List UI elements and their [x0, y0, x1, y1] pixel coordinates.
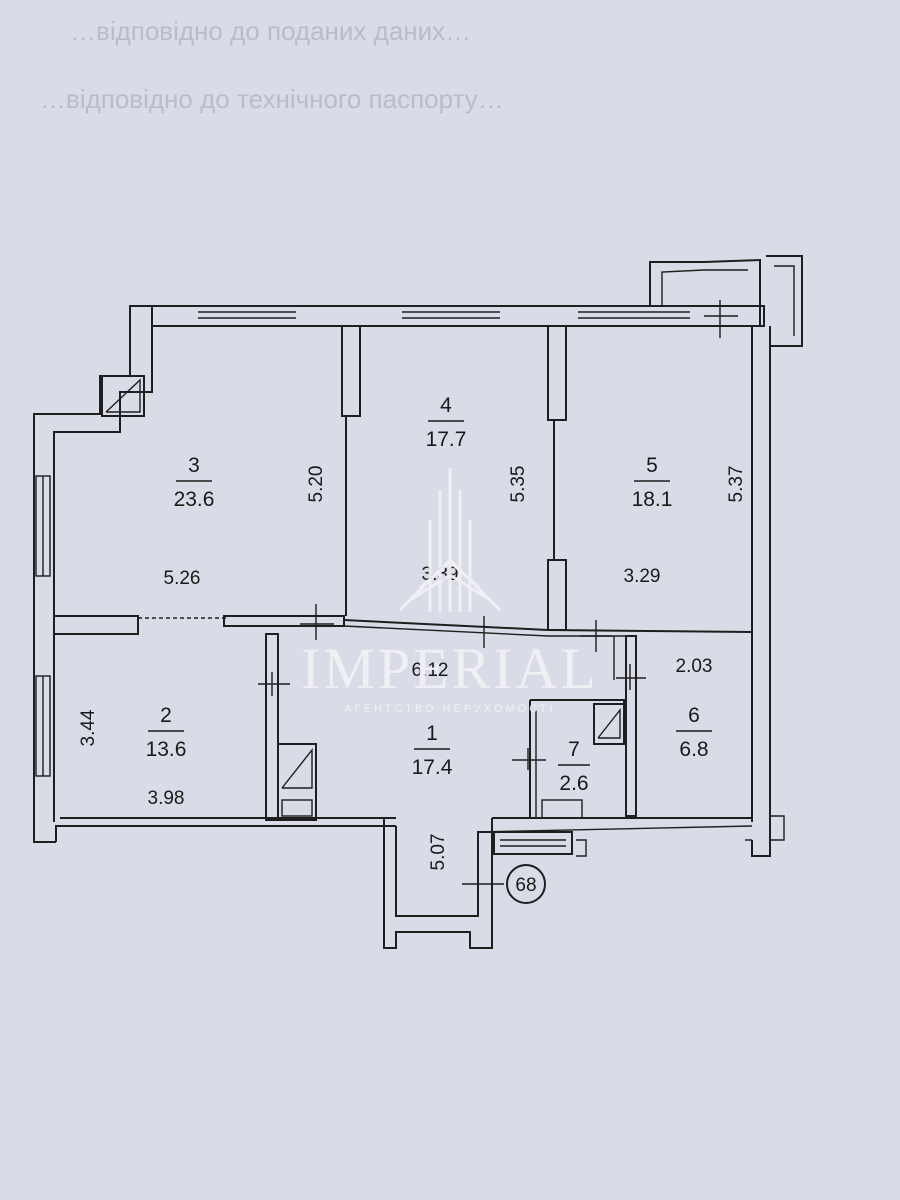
- room-4-number: 4: [440, 394, 452, 417]
- room-2-width-dimension: 3.98: [148, 788, 185, 809]
- room-4-height-dimension: 5.35: [508, 466, 529, 503]
- room-3-height-dimension: 5.20: [306, 466, 327, 503]
- room-7-area: 2.6: [559, 772, 588, 795]
- room-4-area: 17.7: [426, 428, 467, 451]
- room-1-label: 1 17.4: [412, 722, 453, 779]
- header-text-line-2: …відповідно до технічного паспорту…: [40, 84, 504, 114]
- interior-walls: [54, 325, 753, 855]
- room-2-number: 2: [160, 704, 172, 727]
- room-4-label: 4 17.7: [426, 394, 467, 451]
- room-6-area: 6.8: [679, 738, 708, 761]
- room-2-height-dimension: 3.44: [78, 709, 99, 746]
- room-6-number: 6: [688, 704, 700, 727]
- room-2-label: 2 13.6: [146, 704, 187, 761]
- watermark-subtitle: АГЕНТСТВО НЕРУХОМОСТІ: [344, 703, 555, 715]
- room-1-number: 1: [426, 722, 438, 745]
- hall-width-dimension: 6.12: [412, 660, 449, 681]
- room-5-number: 5: [646, 454, 658, 477]
- hall-length-dimension: 5.07: [428, 834, 449, 871]
- room-3-number: 3: [188, 454, 200, 477]
- outer-walls: [33, 255, 803, 949]
- room-3-area: 23.6: [174, 488, 215, 511]
- room-6-label: 6 6.8: [676, 704, 712, 761]
- room-5-label: 5 18.1: [632, 454, 673, 511]
- room-2-area: 13.6: [146, 738, 187, 761]
- door-markers: [258, 604, 646, 898]
- watermark-title: IMPERIAL: [301, 636, 599, 701]
- room-3-label: 3 23.6: [174, 454, 215, 511]
- apartment-number-marker: 68: [506, 864, 546, 904]
- header-text-line-1: …відповідно до поданих даних…: [70, 16, 471, 46]
- room-1-area: 17.4: [412, 756, 453, 779]
- room-5-height-dimension: 5.37: [726, 466, 747, 503]
- room-5-width-dimension: 3.29: [624, 566, 661, 587]
- room-7-label: 7 2.6: [558, 738, 590, 795]
- room-7-number: 7: [568, 738, 580, 761]
- room-6-width-dimension: 2.03: [676, 656, 713, 677]
- apartment-number: 68: [515, 875, 536, 896]
- imperial-watermark-logo: IMPERIAL АГЕНТСТВО НЕРУХОМОСТІ: [301, 468, 599, 715]
- room-5-area: 18.1: [632, 488, 673, 511]
- room-3-width-dimension: 5.26: [164, 568, 201, 589]
